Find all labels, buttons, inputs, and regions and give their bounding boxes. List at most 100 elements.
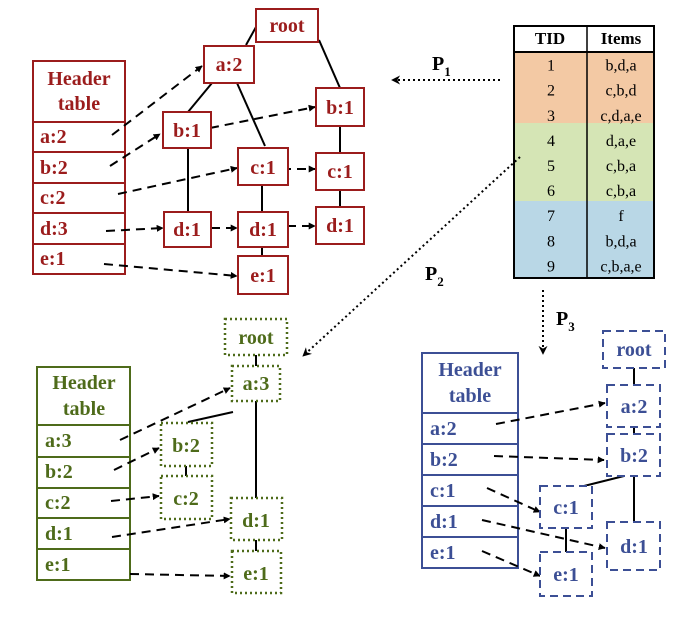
table-cell-tid: 9 <box>547 258 555 275</box>
table-cell-tid: 8 <box>547 233 555 250</box>
table-cell-items: b,d,a <box>605 58 636 75</box>
tree2-node-c <box>159 474 214 521</box>
link-d <box>105 224 164 232</box>
partition-2-band <box>514 123 654 201</box>
fp-tree-1: Header table a:2 b:2 c:2 d:3 e:1 <box>32 8 365 295</box>
link-c <box>117 165 238 195</box>
tree3-header-row-e: e:1 <box>430 542 456 564</box>
link-c <box>486 487 541 513</box>
tree3-root-label: root <box>616 339 652 361</box>
table-cell-tid: 2 <box>547 83 555 100</box>
tree1-node-b-right <box>315 87 365 127</box>
tree3-header-subtitle: table <box>449 385 491 407</box>
fp-tree-2: Header table a:3 b:2 c:2 d:1 e:1 <box>36 317 289 595</box>
tree1-header-table-body <box>32 121 126 275</box>
tree2-header-row-e: e:1 <box>45 554 71 576</box>
tree2-edges <box>185 354 257 551</box>
tree3-node-e <box>539 551 593 597</box>
tree3-b-label: b:2 <box>620 445 648 467</box>
tree3-header-row-a: a:2 <box>430 418 457 440</box>
link-b-b <box>209 104 316 129</box>
tree1-node-d-right <box>315 206 365 245</box>
tree3-node-a <box>606 384 661 428</box>
tree2-header-row-c: c:2 <box>45 492 71 514</box>
tree2-node-links <box>110 387 231 580</box>
table-cell-items: c,b,a <box>606 158 636 175</box>
tree3-root-node <box>602 330 666 369</box>
partition-1-band <box>514 52 654 123</box>
tree3-node-c <box>539 485 593 529</box>
tree1-d-mid-label: d:1 <box>249 219 277 241</box>
p3-label: P3 <box>556 308 575 334</box>
tree1-nodes <box>162 8 365 295</box>
tree1-node-e <box>237 255 289 295</box>
tree2-node-e <box>230 549 283 595</box>
tree2-node-a <box>230 364 282 403</box>
table-header-tid: TID <box>535 29 565 48</box>
table-cell-items: c,b,d <box>605 83 636 100</box>
tree2-header-table-body <box>36 424 131 581</box>
tree1-node-a <box>203 45 255 84</box>
p2-arrow <box>302 156 521 357</box>
table-cell-items: c,b,a <box>606 183 636 200</box>
tree3-node-labels: root a:2 b:2 c:1 d:1 e:1 <box>553 339 652 586</box>
table-cell-items: c,d,a,e <box>600 108 641 125</box>
table-cell-items: d,a,e <box>606 133 636 150</box>
edge-a-c <box>236 82 266 147</box>
edge-root-b <box>318 39 341 89</box>
tree2-e-label: e:1 <box>243 563 269 585</box>
link-a <box>119 387 231 441</box>
tree2-node-d <box>229 496 284 542</box>
link-a <box>495 400 606 425</box>
table-cell-items: c,b,a,e <box>600 258 641 275</box>
tree1-node-links <box>103 65 316 279</box>
tree1-root-label: root <box>269 15 305 37</box>
tree2-root-label: root <box>238 327 274 349</box>
tree3-edges <box>565 368 635 552</box>
link-b <box>493 455 605 464</box>
table-cell-items: f <box>618 208 624 225</box>
tree3-node-b <box>606 433 661 477</box>
tree2-node-b <box>159 421 214 468</box>
table-cell-tid: 7 <box>547 208 555 225</box>
link-a <box>111 65 203 136</box>
link-c <box>110 493 160 502</box>
tree1-node-c-mid <box>237 147 289 186</box>
table-cell-tid: 1 <box>547 58 555 75</box>
tree1-b-left-label: b:1 <box>173 120 201 142</box>
tree3-node-links <box>481 400 606 577</box>
tree1-header-row-e: e:1 <box>40 248 66 270</box>
tree1-b-right-label: b:1 <box>326 97 354 119</box>
edge-a-b <box>187 411 234 423</box>
partition-arrows: P1 P2 P3 <box>302 53 575 357</box>
tree2-header-subtitle: table <box>63 398 105 420</box>
tree1-node-d-mid <box>237 211 289 248</box>
tree2-header-title: Header <box>52 372 115 394</box>
link-e <box>103 263 238 279</box>
tree1-node-labels: root a:2 b:1 b:1 c:1 c:1 d:1 d:1 d:1 e:1 <box>173 15 354 287</box>
edge-b-c <box>579 475 625 488</box>
tree1-node-b-left <box>162 111 212 149</box>
link-b <box>109 133 161 167</box>
tree3-c-label: c:1 <box>553 497 579 519</box>
tree1-node-d-left <box>163 211 212 248</box>
tree2-b-label: b:2 <box>172 435 200 457</box>
edge-a-b <box>187 82 213 113</box>
tree1-header-subtitle: table <box>58 93 100 115</box>
link-d <box>111 516 231 538</box>
table-header-items: Items <box>601 29 642 48</box>
tree2-a-label: a:3 <box>243 373 270 395</box>
tree3-d-label: d:1 <box>620 536 648 558</box>
table-cell-tid: 4 <box>547 133 555 150</box>
p2-label: P2 <box>425 263 444 289</box>
link-e <box>481 550 541 577</box>
p1-label: P1 <box>432 53 451 79</box>
tree1-d-right-label: d:1 <box>326 215 354 237</box>
tree3-nodes <box>539 330 666 597</box>
partition-3-band <box>514 201 654 278</box>
tree2-node-labels: root a:3 b:2 c:2 d:1 e:1 <box>172 327 274 585</box>
tree2-root-node <box>223 317 289 357</box>
tree2-c-label: c:2 <box>173 488 199 510</box>
tree1-root-node <box>255 8 319 43</box>
